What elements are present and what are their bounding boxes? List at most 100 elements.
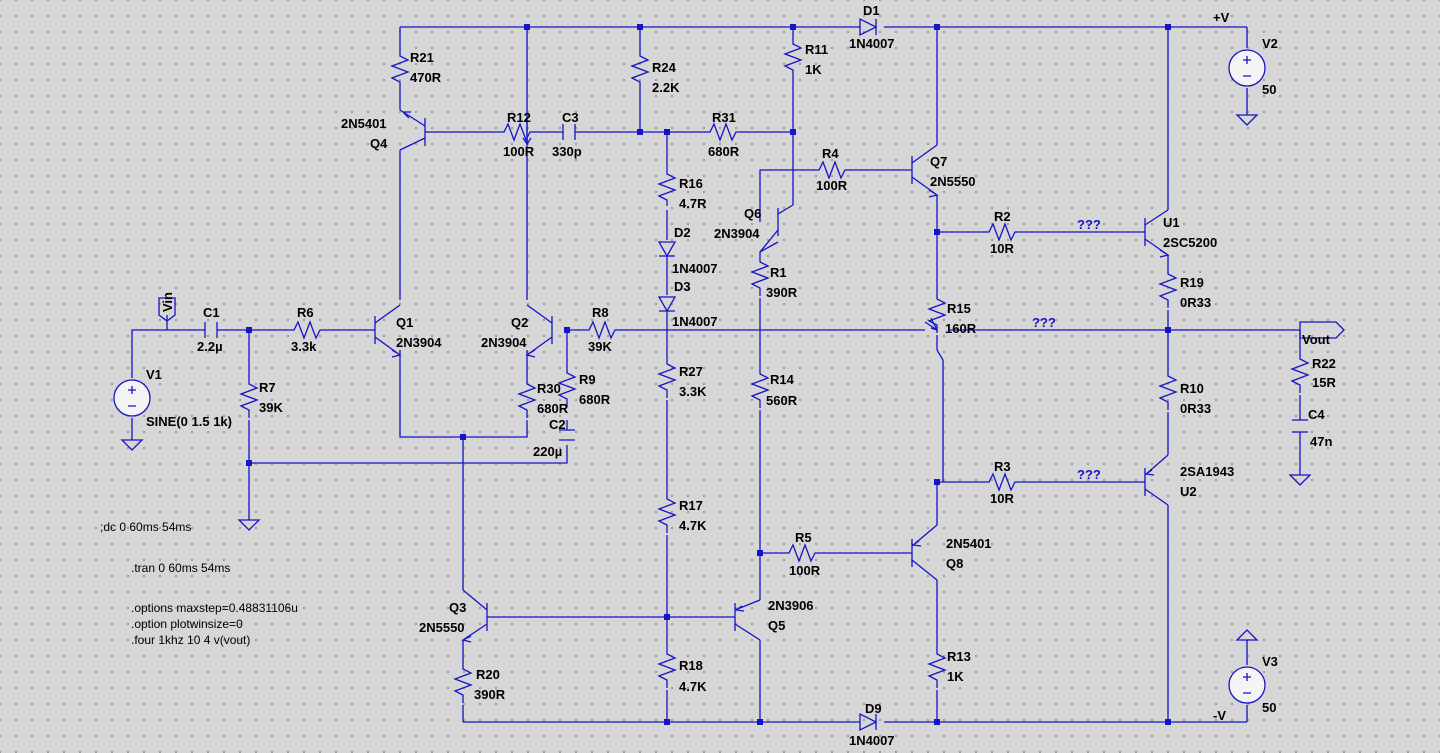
- source-V2: [1228, 49, 1266, 87]
- ref-C2: C2: [549, 417, 566, 432]
- junctions: [246, 24, 1171, 725]
- resistor-R4: [815, 160, 855, 180]
- resistor-R15: [927, 295, 947, 333]
- resistor-R27: [657, 360, 677, 398]
- value-C2: 220µ: [533, 444, 562, 459]
- ref-R3: R3: [994, 459, 1011, 474]
- diode-D9: [859, 712, 878, 732]
- net-vin: Vin: [160, 292, 175, 312]
- value-R12: 100R: [503, 144, 535, 159]
- directive-plotwinsize: .option plotwinsize=0: [131, 617, 243, 631]
- ref-U2: U2: [1180, 484, 1197, 499]
- diode-D3: [657, 296, 677, 313]
- value-R13: 1K: [947, 669, 964, 684]
- transistor-Q1: [374, 304, 402, 358]
- ref-V3: V3: [1262, 654, 1278, 669]
- ref-Q7: Q7: [930, 154, 947, 169]
- value-R11: 1K: [805, 62, 822, 77]
- transistor-Q4: [399, 109, 426, 151]
- value-R14: 560R: [766, 393, 798, 408]
- value-R3: 10R: [990, 491, 1014, 506]
- ref-R14: R14: [770, 372, 795, 387]
- ref-Q4: Q4: [370, 136, 388, 151]
- transistor-Q3: [461, 589, 488, 643]
- value-D2: 1N4007: [672, 261, 718, 276]
- value-R22: 15R: [1312, 375, 1336, 390]
- value-R7: 39K: [259, 400, 283, 415]
- ground-symbol: [120, 439, 144, 451]
- capacitor-C4: [1292, 419, 1308, 433]
- resistor-R11: [783, 40, 803, 78]
- ref-V2: V2: [1262, 36, 1278, 51]
- value-V1: SINE(0 1.5 1k): [146, 414, 232, 429]
- value-V2: 50: [1262, 82, 1276, 97]
- value-Q5: 2N3906: [768, 598, 814, 613]
- source-V3: [1228, 666, 1266, 704]
- vin-flag: [158, 297, 176, 322]
- ref-R10: R10: [1180, 381, 1204, 396]
- resistor-R7: [239, 380, 259, 418]
- net-flags: [158, 297, 1345, 339]
- resistor-R13: [927, 650, 947, 688]
- resistor-R19: [1158, 270, 1178, 308]
- ref-R17: R17: [679, 498, 703, 513]
- ref-R13: R13: [947, 649, 971, 664]
- value-R16: 4.7R: [679, 196, 707, 211]
- ref-R8: R8: [592, 305, 609, 320]
- capacitor-C1: [204, 322, 218, 338]
- value-D9: 1N4007: [849, 733, 895, 748]
- value-R17: 4.7K: [679, 518, 707, 533]
- ref-R11: R11: [805, 42, 828, 57]
- value-V3: 50: [1262, 700, 1276, 715]
- value-R15: 160R: [945, 321, 977, 336]
- source-V1: [113, 379, 151, 417]
- value-U1: 2SC5200: [1163, 235, 1217, 250]
- ref-Q2: Q2: [511, 315, 528, 330]
- ref-R7: R7: [259, 380, 276, 395]
- ref-D2: D2: [674, 225, 691, 240]
- resistors: [239, 40, 1310, 703]
- resistor-R10: [1158, 372, 1178, 410]
- ref-R9: R9: [579, 372, 596, 387]
- resistor-R1: [750, 258, 770, 296]
- resistor-R3: [985, 472, 1025, 492]
- value-R8: 39K: [588, 339, 612, 354]
- resistor-R5: [785, 543, 825, 563]
- resistor-R20: [453, 665, 473, 703]
- ref-R1: R1: [770, 265, 787, 280]
- ref-C1: C1: [203, 305, 220, 320]
- ground-symbol: [1235, 114, 1259, 126]
- ref-D3: D3: [674, 279, 691, 294]
- net-unknown: ???: [1077, 217, 1101, 232]
- wires: [131, 26, 1301, 723]
- transistors: [374, 109, 1170, 643]
- resistor-R22: [1290, 355, 1310, 393]
- transistor-Q8: [911, 524, 938, 581]
- resistor-R14: [750, 370, 770, 408]
- value-U2: 2SA1943: [1180, 464, 1234, 479]
- diode-D1: [859, 17, 878, 37]
- resistor-R30: [517, 380, 537, 418]
- ref-R16: R16: [679, 176, 703, 191]
- value-Q2: 2N3904: [481, 335, 527, 350]
- net-vminus: -V: [1213, 708, 1226, 723]
- directive-tran: .tran 0 60ms 54ms: [131, 561, 230, 575]
- ref-Q3: Q3: [449, 600, 466, 615]
- resistor-R2: [985, 222, 1025, 242]
- value-R5: 100R: [789, 563, 821, 578]
- ref-R20: R20: [476, 667, 500, 682]
- ref-R18: R18: [679, 658, 703, 673]
- value-D1: 1N4007: [849, 36, 895, 51]
- value-R24: 2.2K: [652, 80, 680, 95]
- ref-Q8: Q8: [946, 556, 963, 571]
- ground-symbol: [1288, 474, 1312, 486]
- ref-R24: R24: [652, 60, 677, 75]
- value-C3: 330p: [552, 144, 582, 159]
- diode-D2: [657, 241, 677, 258]
- resistor-R12: [500, 122, 545, 142]
- transistor-Q7: [911, 144, 939, 198]
- value-R10: 0R33: [1180, 401, 1211, 416]
- ref-R6: R6: [297, 305, 314, 320]
- ref-R5: R5: [795, 530, 812, 545]
